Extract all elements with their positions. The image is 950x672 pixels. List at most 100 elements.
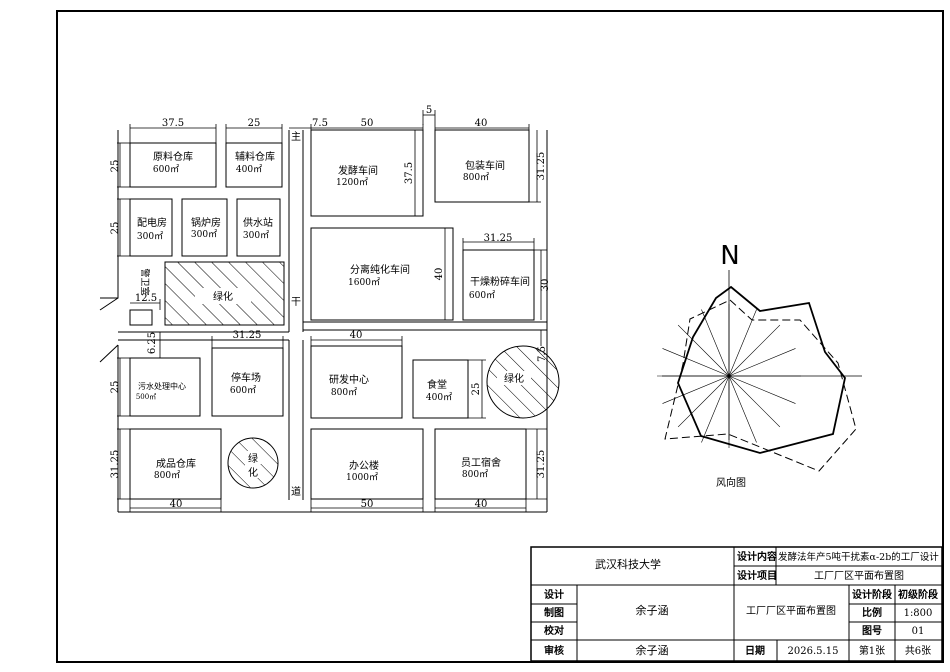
label-parking: 停车场 — [231, 371, 261, 384]
label-guard: 警卫室 — [139, 268, 151, 295]
area-office: 1000㎡ — [346, 472, 378, 483]
water-station — [236, 198, 281, 257]
dim-37-5-top: 37.5 — [162, 118, 184, 129]
dim-40-rnd: 40 — [350, 330, 363, 341]
dim-50-bottom: 50 — [361, 499, 374, 510]
tb-row-draw: 制图 — [544, 606, 564, 619]
area-finished-warehouse: 800㎡ — [154, 470, 180, 481]
office-building — [310, 428, 424, 500]
packaging-workshop — [434, 129, 530, 203]
dim-31-25-right-b: 31.25 — [536, 450, 547, 479]
wind-rose-spoke — [662, 375, 730, 404]
wind-rose-spoke — [728, 375, 796, 404]
tb-reviewer: 余子涵 — [636, 643, 669, 657]
tb-stage-label: 设计阶段 — [852, 588, 892, 601]
parking-lot — [211, 347, 284, 417]
title-block — [530, 546, 943, 662]
dim-40-sep: 40 — [434, 268, 445, 281]
tb-design-item-label: 设计项目 — [737, 569, 777, 582]
wind-rose: N 风向图 — [657, 241, 862, 489]
power-room — [129, 198, 173, 257]
dim-5-top: 5 — [426, 105, 432, 116]
dim-40-bottom-a: 40 — [170, 499, 183, 510]
area-boiler-room: 300㎡ — [191, 229, 217, 240]
dim-7-5-right: 7.5 — [537, 346, 548, 362]
dim-31-25-left-b: 31.25 — [110, 450, 121, 479]
dim-50-top: 50 — [361, 118, 374, 129]
wind-rose-spoke — [728, 375, 781, 428]
drawing-frame — [56, 10, 944, 663]
label-finished-warehouse: 成品仓库 — [156, 457, 196, 470]
wind-rose-spoke — [728, 348, 796, 377]
building-labels: 原料仓库 600㎡ 辅料仓库 400㎡ 配电房 300㎡ 锅炉房 300㎡ 供水… — [136, 150, 530, 483]
green-label-band: 绿化 — [213, 290, 233, 303]
canteen — [412, 359, 469, 419]
area-packaging: 800㎡ — [463, 172, 489, 183]
label-water-station: 供水站 — [243, 216, 273, 229]
wind-rose-north: N — [720, 241, 739, 271]
sewage-center — [129, 357, 201, 417]
dim-25-top: 25 — [248, 118, 261, 129]
area-drying: 600㎡ — [469, 290, 495, 301]
title-block-text: 武汉科技大学 设计内容 发酵法年产5吨干扰素α-2b的工厂设计 设计项目 工厂厂… — [544, 550, 939, 657]
area-sewage: 500㎡ — [136, 393, 156, 401]
tb-total: 共6张 — [905, 645, 931, 657]
label-boiler-room: 锅炉房 — [191, 216, 221, 229]
wind-rose-caption: 风向图 — [716, 476, 746, 489]
dim-6-25: 6.25 — [147, 332, 158, 354]
label-separation: 分离纯化车间 — [350, 263, 410, 276]
wind-rose-spoke — [701, 375, 730, 443]
area-canteen: 400㎡ — [426, 392, 452, 403]
dim-31-25-right: 31.25 — [536, 152, 547, 181]
fermentation-workshop — [310, 129, 424, 217]
area-fermentation: 1200㎡ — [336, 177, 368, 188]
site-boundary — [99, 130, 548, 513]
tb-row-review: 审核 — [544, 644, 564, 657]
label-office: 办公楼 — [349, 459, 379, 472]
label-aux-warehouse: 辅料仓库 — [235, 150, 275, 163]
tb-scale: 1:800 — [904, 608, 933, 619]
label-fermentation: 发酵车间 — [338, 164, 378, 177]
dim-25-left-b: 25 — [110, 222, 121, 235]
dim-12-5: 12.5 — [135, 293, 157, 304]
road-label-3: 道 — [291, 485, 301, 498]
tb-number-label: 图号 — [862, 625, 882, 637]
area-aux-warehouse: 400㎡ — [236, 164, 262, 175]
wind-rose-spoke — [677, 375, 730, 428]
dim-7-5-top: 7.5 — [312, 118, 328, 129]
boiler-room — [181, 198, 228, 257]
label-canteen: 食堂 — [427, 378, 447, 391]
drying-workshop — [462, 249, 535, 321]
green-label-circle-right: 绿化 — [504, 372, 524, 385]
area-water-station: 300㎡ — [243, 230, 269, 241]
dim-30-dry: 30 — [540, 279, 551, 292]
tb-designer: 余子涵 — [636, 603, 669, 617]
tb-stage: 初级阶段 — [898, 588, 938, 601]
green-label-small-2: 化 — [248, 466, 258, 479]
wind-rose-spoke — [728, 375, 757, 443]
dimension-lines — [117, 110, 547, 512]
label-dormitory: 员工宿舍 — [461, 456, 501, 469]
wind-rose-spoke — [701, 309, 730, 377]
tb-date: 2026.5.15 — [788, 646, 839, 657]
label-rnd: 研发中心 — [329, 373, 369, 386]
dim-40-top: 40 — [475, 118, 488, 129]
area-dormitory: 800㎡ — [462, 469, 488, 480]
tb-design-item: 工厂厂区平面布置图 — [814, 570, 904, 582]
wind-rose-spoke — [728, 324, 781, 377]
tb-row-check: 校对 — [544, 624, 564, 637]
finished-warehouse — [129, 428, 222, 500]
dimension-texts: 37.5 25 7.5 50 5 40 25 25 37.5 31.25 31.… — [110, 105, 551, 510]
wind-rose-spoke — [728, 309, 757, 377]
guard-house — [129, 309, 153, 326]
dim-25-canteen: 25 — [471, 383, 482, 396]
wind-rose-spoke — [677, 324, 730, 377]
dim-25-sewage: 25 — [110, 381, 121, 394]
label-packaging: 包装车间 — [465, 159, 505, 172]
area-separation: 1600㎡ — [348, 277, 380, 288]
area-rnd: 800㎡ — [331, 387, 357, 398]
area-power-room: 300㎡ — [137, 231, 163, 242]
road-label-1: 主 — [291, 131, 301, 143]
tb-row-design: 设计 — [544, 588, 564, 601]
